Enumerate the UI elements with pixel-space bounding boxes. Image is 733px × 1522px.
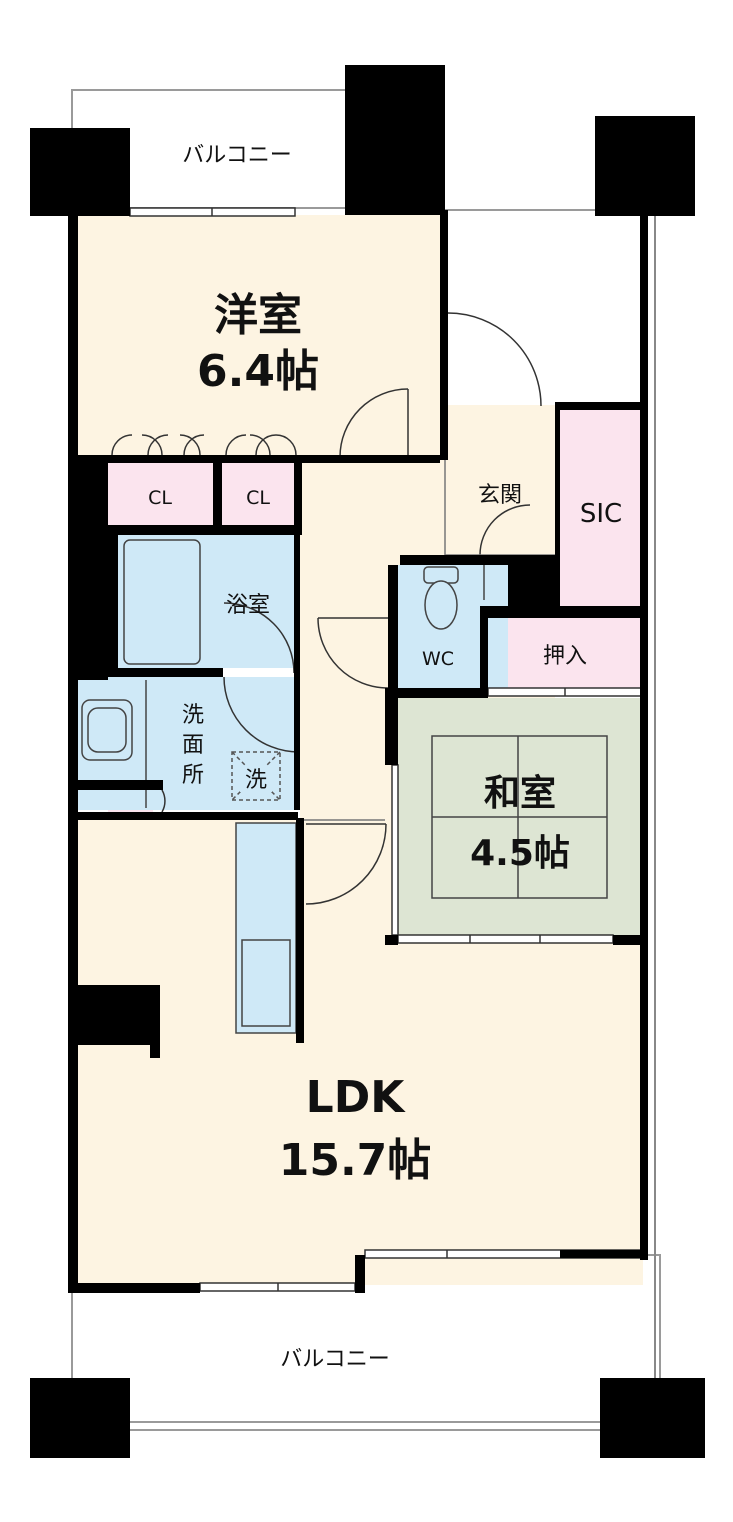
floors [78,215,643,1285]
washer-label-bg [240,766,272,792]
closet-b-floor [222,463,294,525]
balcony-top-label: バルコニー [182,143,292,168]
ldk-name: LDK [306,1072,407,1123]
ldk-size: 15.7帖 [279,1135,432,1186]
doors [111,312,542,905]
closet-a-label: CL [148,487,172,509]
western-room-name: 洋室 [214,290,302,341]
kitchen-counter-floor [236,823,296,1033]
balcony-bottom-label: バルコニー [280,1347,390,1372]
sic-label: SIC [580,499,622,529]
oshiire-floor [488,618,643,693]
wc-floor [398,565,508,688]
balcony-top [71,89,600,215]
sic-floor [560,410,642,606]
entrance-label: 玄関 [478,483,522,508]
tatami-mats [431,735,608,899]
toilet [423,565,485,630]
washbasin [81,680,147,808]
western-room-size: 6.4帖 [197,346,319,397]
washroom-label-3: 所 [182,763,204,788]
washroom-label-1: 洗 [182,703,204,728]
japanese-room-size: 4.5帖 [470,833,570,874]
japanese-room-name: 和室 [484,773,556,814]
walls [30,65,705,1458]
ldk-lower-floor [78,940,643,1250]
closet-b-label: CL [246,487,270,509]
entrance-floor [445,405,555,555]
bathtub [123,539,201,665]
balcony-bottom [30,1254,661,1431]
bath-label: 浴室 [226,593,270,618]
oshiire-label: 押入 [543,644,587,669]
washer-label: 洗 [245,768,267,793]
wc-label: WC [422,648,454,670]
washroom-label-2: 面 [182,733,204,758]
closet-a-floor [108,463,213,525]
